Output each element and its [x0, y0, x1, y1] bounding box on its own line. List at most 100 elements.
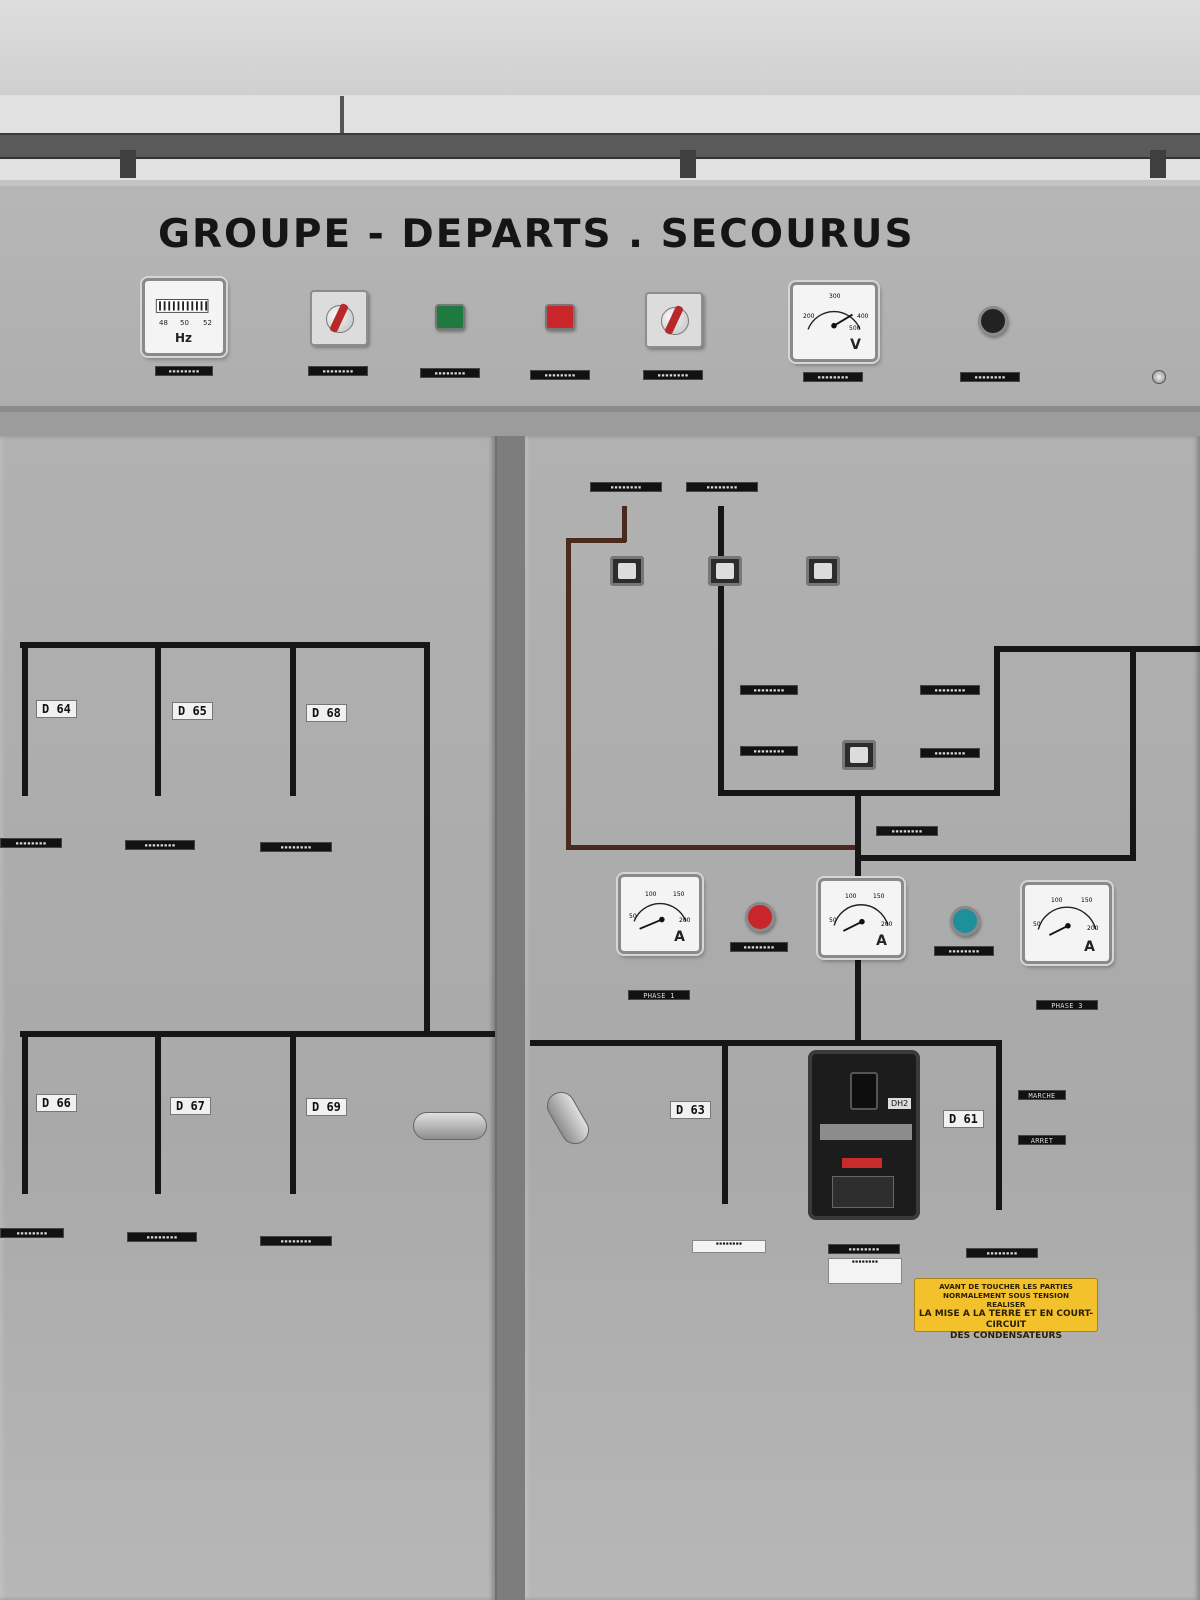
amp-tick: 50 [829, 917, 837, 924]
left-door [0, 436, 498, 1600]
nameplate: ▪▪▪▪▪▪▪▪ [934, 946, 994, 956]
nameplate: ▪▪▪▪▪▪▪▪ [643, 370, 703, 380]
phase-3-label: PHASE 3 [1036, 1000, 1098, 1010]
breaker-settings-strip [820, 1124, 912, 1140]
incoming-line [566, 538, 571, 850]
breaker-trip-label [842, 1158, 882, 1168]
freq-tick: 48 [159, 319, 168, 327]
nameplate: ▪▪▪▪▪▪▪▪ [530, 370, 590, 380]
incoming-line [566, 845, 856, 850]
feeder-label: D 61 [943, 1110, 984, 1128]
circuit-breaker[interactable]: DH2 [808, 1050, 920, 1220]
ceiling [0, 0, 1200, 95]
nameplate: ▪▪▪▪▪▪▪▪ [127, 1232, 197, 1242]
incoming-line [622, 506, 627, 542]
door-lock-screw [1152, 370, 1166, 384]
amp-tick: 150 [873, 893, 885, 900]
amp-tick: 150 [673, 891, 685, 898]
warning-line: AVANT DE TOUCHER LES PARTIES [939, 1282, 1073, 1291]
busbar-line [20, 1031, 495, 1037]
status-lamp [842, 740, 876, 770]
selector-switch[interactable] [645, 292, 703, 348]
busbar-line [994, 646, 1000, 796]
breaker-trip-unit [832, 1176, 894, 1208]
nameplate: ▪▪▪▪▪▪▪▪ [0, 838, 62, 848]
feeder-line [22, 1034, 28, 1194]
status-lamp [806, 556, 840, 586]
cable-tray-bracket [120, 150, 136, 178]
nameplate: ▪▪▪▪▪▪▪▪ [740, 746, 798, 756]
nameplate: ▪▪▪▪▪▪▪▪ [966, 1248, 1038, 1258]
nameplate: ▪▪▪▪▪▪▪▪ [155, 366, 213, 376]
status-lamp [708, 556, 742, 586]
amp-unit: A [1084, 939, 1095, 955]
amp-tick: 200 [881, 921, 893, 928]
nameplate: ▪▪▪▪▪▪▪▪ [260, 1236, 332, 1246]
selector-switch[interactable] [310, 290, 368, 346]
teal-indicator-lamp [950, 906, 980, 936]
lamp-test-button[interactable] [978, 306, 1008, 336]
nameplate: ▪▪▪▪▪▪▪▪ [308, 366, 368, 376]
feeder-label: D 67 [170, 1097, 211, 1115]
feeder-line [722, 1044, 728, 1204]
panel-seam [0, 412, 1200, 436]
nameplate: ▪▪▪▪▪▪▪▪ [740, 685, 798, 695]
busbar-line [994, 646, 1200, 652]
warning-line: LA MISE A LA TERRE ET EN COURT-CIRCUIT [918, 1309, 1094, 1330]
amp-tick: 100 [645, 891, 657, 898]
freq-tick: 52 [203, 319, 212, 327]
ammeter-phase-3: 50 100 150 200 A [1022, 882, 1112, 964]
feeder-line [155, 1034, 161, 1194]
nameplate: ▪▪▪▪▪▪▪▪ [0, 1228, 64, 1238]
busbar-line [20, 642, 430, 648]
breaker-code: DH2 [888, 1098, 912, 1109]
left-door-handle[interactable] [413, 1112, 487, 1140]
nameplate: ▪▪▪▪▪▪▪▪ [260, 842, 332, 852]
volt-tick: 200 [803, 313, 815, 320]
busbar-line [718, 506, 724, 796]
incoming-line [566, 538, 626, 543]
door-gap [497, 436, 525, 1600]
warning-line: REALISER [986, 1300, 1026, 1309]
nameplate: ▪▪▪▪▪▪▪▪ [920, 685, 980, 695]
freq-tick: 50 [180, 319, 189, 327]
amp-unit: A [674, 929, 685, 945]
feeder-line [996, 1044, 1002, 1210]
amp-tick: 50 [629, 913, 637, 920]
nameplate: ▪▪▪▪▪▪▪▪ [420, 368, 480, 378]
status-lamp [610, 556, 644, 586]
amp-tick: 200 [679, 917, 691, 924]
phase-1-label: PHASE 1 [628, 990, 690, 1000]
volt-tick: 500 [849, 325, 861, 332]
arret-label: ARRET [1018, 1135, 1066, 1145]
busbar-line [424, 642, 430, 1037]
nameplate: ▪▪▪▪▪▪▪▪ [920, 748, 980, 758]
nameplate: ▪▪▪▪▪▪▪▪ [803, 372, 863, 382]
nameplate: ▪▪▪▪▪▪▪▪ [692, 1240, 766, 1253]
cable-tray [0, 133, 1200, 159]
amp-tick: 200 [1087, 925, 1099, 932]
nameplate: ▪▪▪▪▪▪▪▪ [590, 482, 662, 492]
rail-hanger-rod [340, 96, 344, 136]
ammeter-phase-1: 50 100 150 200 A [618, 874, 702, 954]
feeder-line [290, 646, 296, 796]
warning-line: NORMALEMENT SOUS TENSION [943, 1291, 1069, 1300]
nameplate: ▪▪▪▪▪▪▪▪ [828, 1244, 900, 1254]
busbar-line [856, 855, 1136, 861]
green-indicator-lamp [435, 304, 465, 330]
breaker-toggle[interactable] [850, 1072, 878, 1110]
volt-unit: V [850, 337, 861, 353]
amp-unit: A [876, 933, 887, 949]
feeder-line [22, 646, 28, 796]
volt-tick: 300 [829, 293, 841, 300]
busbar-line [530, 1040, 1002, 1046]
warning-sign: AVANT DE TOUCHER LES PARTIES NORMALEMENT… [914, 1278, 1098, 1341]
cable-tray-bracket [1150, 150, 1166, 178]
warning-line: DES CONDENSATEURS [950, 1331, 1062, 1341]
red-indicator-lamp [545, 304, 575, 330]
volt-tick: 400 [857, 313, 869, 320]
freq-unit: Hz [175, 331, 193, 345]
amp-tick: 150 [1081, 897, 1093, 904]
voltmeter: 200 300 400 500 V [790, 282, 878, 362]
nameplate: ▪▪▪▪▪▪▪▪ [730, 942, 788, 952]
